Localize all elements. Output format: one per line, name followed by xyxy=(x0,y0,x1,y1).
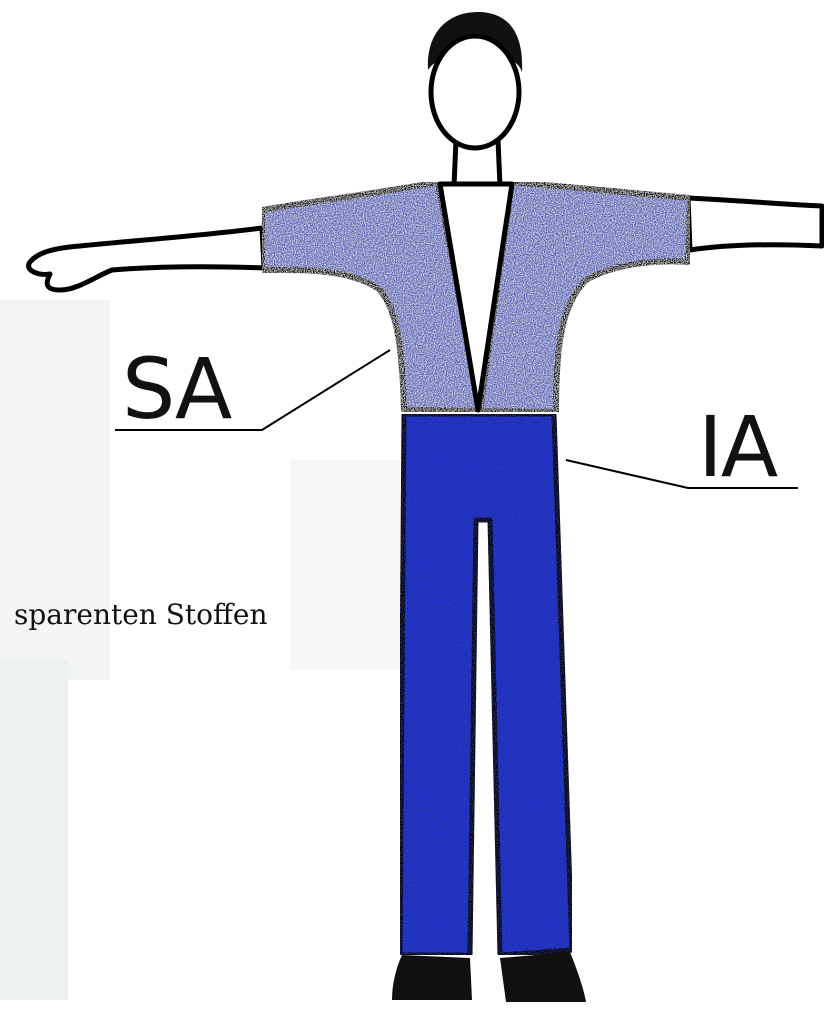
left-arm xyxy=(29,228,264,290)
right-arm xyxy=(688,198,822,250)
left-shoe xyxy=(392,955,472,1000)
right-shoe xyxy=(500,952,586,1002)
ia-label: IA xyxy=(698,398,778,496)
caption-text: sparenten Stoffen xyxy=(14,598,268,631)
lower-garment xyxy=(400,414,572,955)
head xyxy=(431,36,519,148)
sa-label: SA xyxy=(122,340,232,438)
